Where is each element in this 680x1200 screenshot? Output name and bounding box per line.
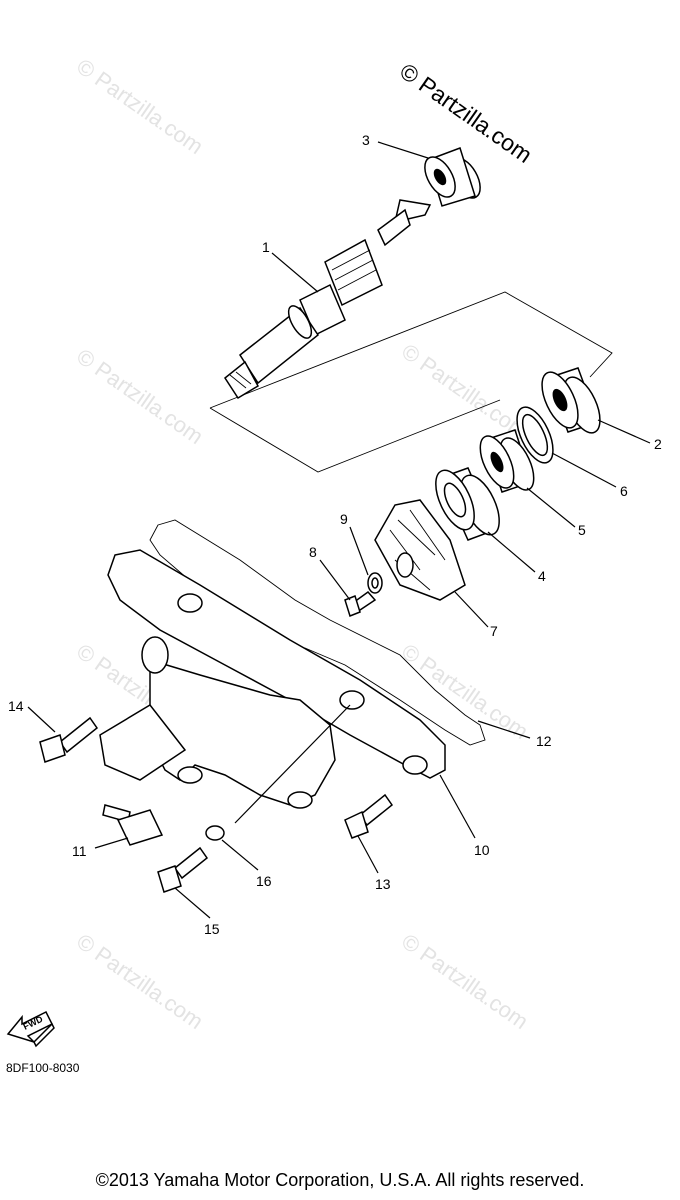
watermark-7: © Partzilla.com <box>397 929 533 1035</box>
callout-11: 11 <box>72 843 87 859</box>
part-3-bearing <box>424 147 481 207</box>
part-9-washer-hole <box>371 577 379 589</box>
copyright-notice: ©2013 Yamaha Motor Corporation, U.S.A. A… <box>95 1170 585 1190</box>
callout-1: 1 <box>262 239 270 255</box>
part-6-circlip <box>516 406 554 464</box>
callout-3: 3 <box>362 132 370 148</box>
part-4-mechanical-seal <box>435 467 500 541</box>
shaft-group-bracket <box>209 291 613 473</box>
part-16-washer <box>205 825 225 841</box>
partzilla-brand-watermark: © Partzilla.com <box>395 58 537 168</box>
part-1-shaft <box>224 199 432 400</box>
watermark-2: © Partzilla.com <box>72 344 208 450</box>
leader-lines <box>27 141 651 919</box>
diagram-code: 8DF100-8030 <box>6 1061 80 1075</box>
callout-7: 7 <box>490 623 498 639</box>
part-10-cover-plate <box>107 549 446 779</box>
fwd-arrow-icon: FWD <box>6 1010 55 1048</box>
callout-10: 10 <box>474 842 490 858</box>
callout-8: 8 <box>309 544 317 560</box>
callout-4: 4 <box>538 568 546 584</box>
callout-14: 14 <box>8 698 24 714</box>
callout-6: 6 <box>620 483 628 499</box>
callout-5: 5 <box>578 522 586 538</box>
watermark-6: © Partzilla.com <box>72 929 208 1035</box>
part-8-bolt <box>344 590 377 617</box>
callout-15: 15 <box>204 921 220 937</box>
part-14-bolt <box>39 716 99 763</box>
watermark-3: © Partzilla.com <box>397 339 533 445</box>
watermarks: © Partzilla.com © Partzilla.com © Partzi… <box>72 54 533 1035</box>
part-2-bearing <box>541 367 601 434</box>
part-5-seal <box>479 429 535 493</box>
part-11-fitting <box>102 804 164 846</box>
callout-numbers: 1 2 3 4 5 6 7 8 9 10 11 12 13 14 15 16 <box>8 132 662 937</box>
part-7-impeller <box>374 499 466 601</box>
pump-housing <box>99 636 336 809</box>
callout-2: 2 <box>654 436 662 452</box>
watermark-1: © Partzilla.com <box>72 54 208 160</box>
callout-13: 13 <box>375 876 391 892</box>
callout-12: 12 <box>536 733 552 749</box>
callout-16: 16 <box>256 873 272 889</box>
callout-9: 9 <box>340 511 348 527</box>
part-15-bolt <box>157 846 209 893</box>
part-13-bolt <box>344 793 394 839</box>
